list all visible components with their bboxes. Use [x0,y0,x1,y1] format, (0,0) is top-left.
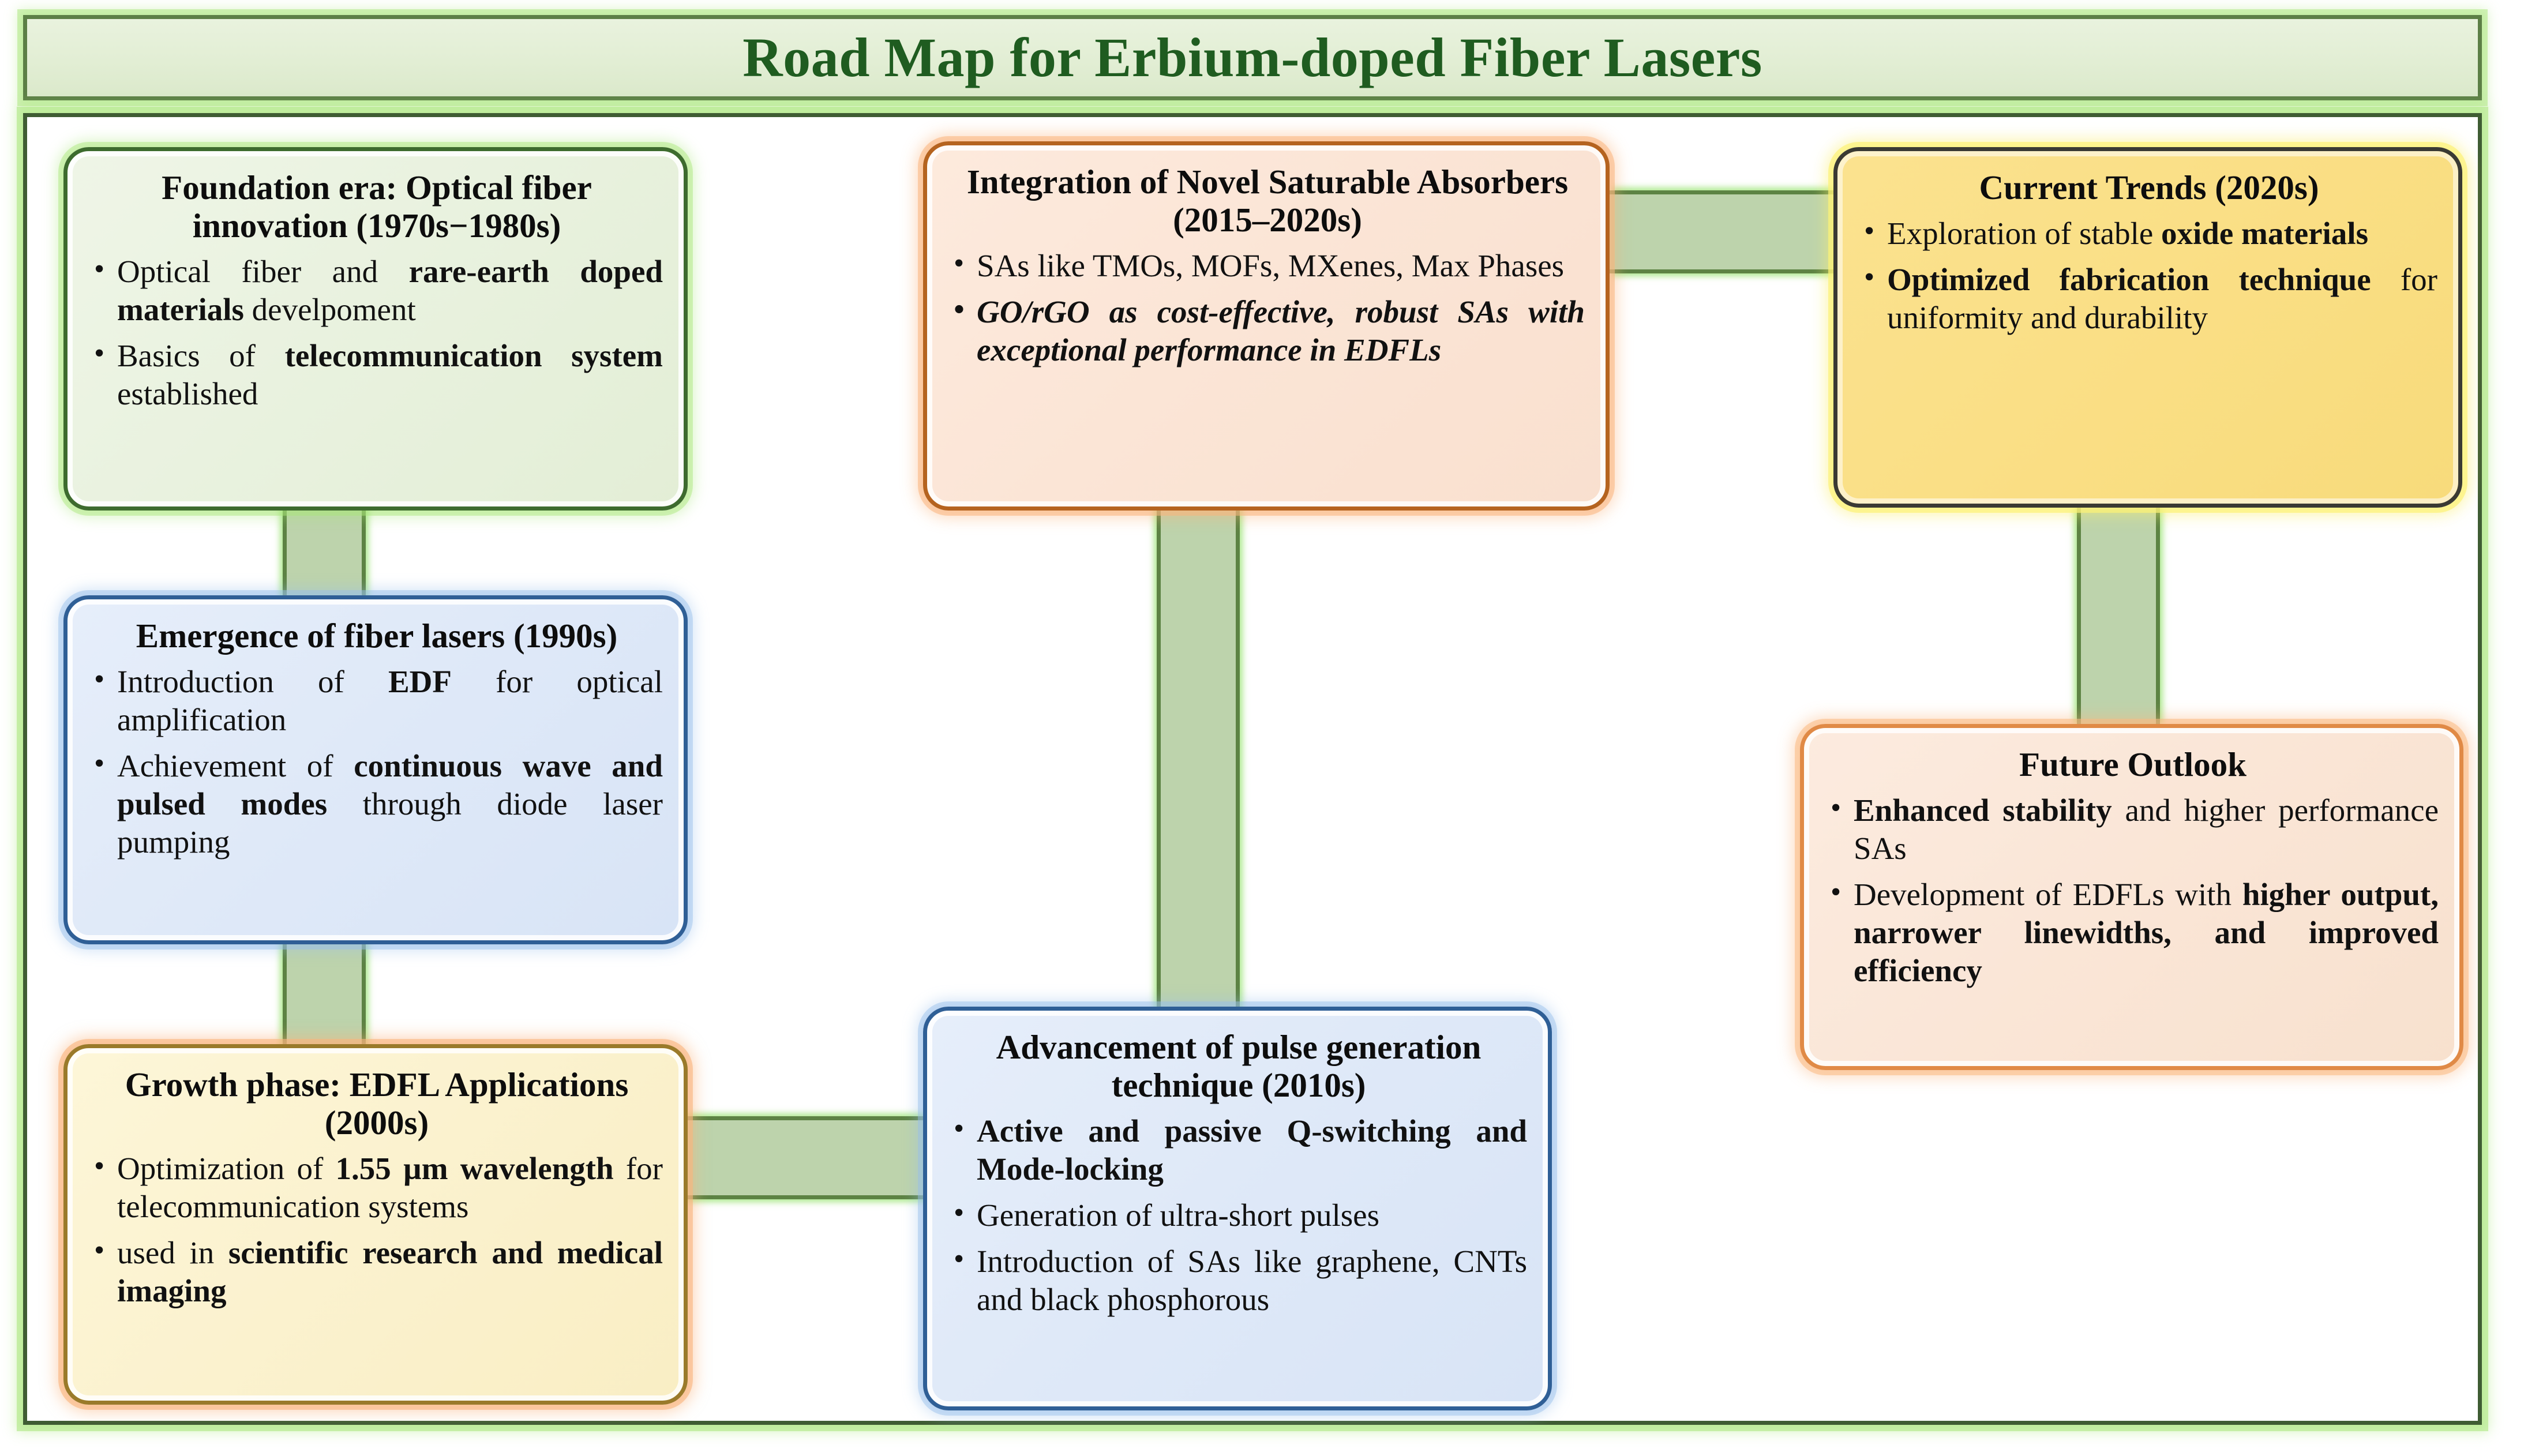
node-pulse-heading: Advancement of pulse generation techniqu… [996,1028,1482,1105]
node-future-bullets: Enhanced stability and higher performanc… [1827,790,2439,990]
list-item: Optimization of 1.55 µm wavelength for t… [91,1149,663,1226]
list-item: Exploration of stable oxide materials [1861,213,2437,253]
list-item: Generation of ultra-short pulses [950,1195,1527,1234]
list-item: Achievement of continuous wave and pulse… [91,746,663,861]
list-item: Introduction of EDF for optical amplific… [91,662,663,739]
node-future-outlook[interactable]: Future Outlook Enhanced stability and hi… [1800,724,2463,1070]
diagram-title-banner: Road Map for Erbium-doped Fiber Lasers [23,15,2482,100]
node-future-heading: Future Outlook [2019,745,2247,783]
node-current-heading: Current Trends (2020s) [1979,168,2319,207]
connector-emergence-to-growth [283,923,366,1067]
connector-growth-to-pulse [658,1116,946,1199]
node-foundation-bullets: Optical fiber and rare-earth doped mater… [91,252,663,413]
node-emergence-heading: Emergence of fiber lasers (1990s) [136,617,618,655]
list-item: Introduction of SAs like graphene, CNTs … [950,1241,1527,1319]
node-foundation-era[interactable]: Foundation era: Optical fiber innovation… [63,147,688,511]
list-item: Basics of telecommunication system estab… [91,336,663,413]
node-emergence-fiber-lasers[interactable]: Emergence of fiber lasers (1990s) Introd… [63,595,688,944]
node-saturable-absorbers[interactable]: Integration of Novel Saturable Absorbers… [923,141,1610,511]
list-item: GO/rGO as cost-effective, robust SAs wit… [950,292,1585,369]
node-growth-bullets: Optimization of 1.55 µm wavelength for t… [91,1149,663,1310]
node-foundation-heading: Foundation era: Optical fiber innovation… [162,168,592,245]
node-pulse-bullets: Active and passive Q-switching and Mode-… [950,1111,1527,1319]
node-absorbers-heading: Integration of Novel Saturable Absorbers… [966,163,1569,239]
node-pulse-generation[interactable]: Advancement of pulse generation techniqu… [923,1007,1552,1410]
connector-absorbers-to-current [1610,190,1852,273]
connector-current-to-future [2077,496,2160,727]
node-growth-heading: Growth phase: EDFL Applications (2000s) [125,1065,629,1142]
list-item: used in scientific research and medical … [91,1233,663,1310]
node-emergence-bullets: Introduction of EDF for optical amplific… [91,662,663,861]
node-growth-phase[interactable]: Growth phase: EDFL Applications (2000s) … [63,1044,688,1405]
page-title: Road Map for Erbium-doped Fiber Lasers [742,27,1762,88]
list-item: Optical fiber and rare-earth doped mater… [91,252,663,329]
list-item: Optimized fabrication technique for unif… [1861,260,2437,337]
list-item: Active and passive Q-switching and Mode-… [950,1111,1527,1188]
connector-absorbers-to-pulse [1157,496,1240,1027]
node-absorbers-bullets: SAs like TMOs, MOFs, MXenes, Max Phases … [950,246,1585,369]
node-current-bullets: Exploration of stable oxide materials Op… [1861,213,2437,337]
node-current-trends[interactable]: Current Trends (2020s) Exploration of st… [1833,147,2462,508]
list-item: Development of EDFLs with higher output,… [1827,875,2439,990]
list-item: Enhanced stability and higher performanc… [1827,790,2439,868]
list-item: SAs like TMOs, MOFs, MXenes, Max Phases [950,246,1585,285]
